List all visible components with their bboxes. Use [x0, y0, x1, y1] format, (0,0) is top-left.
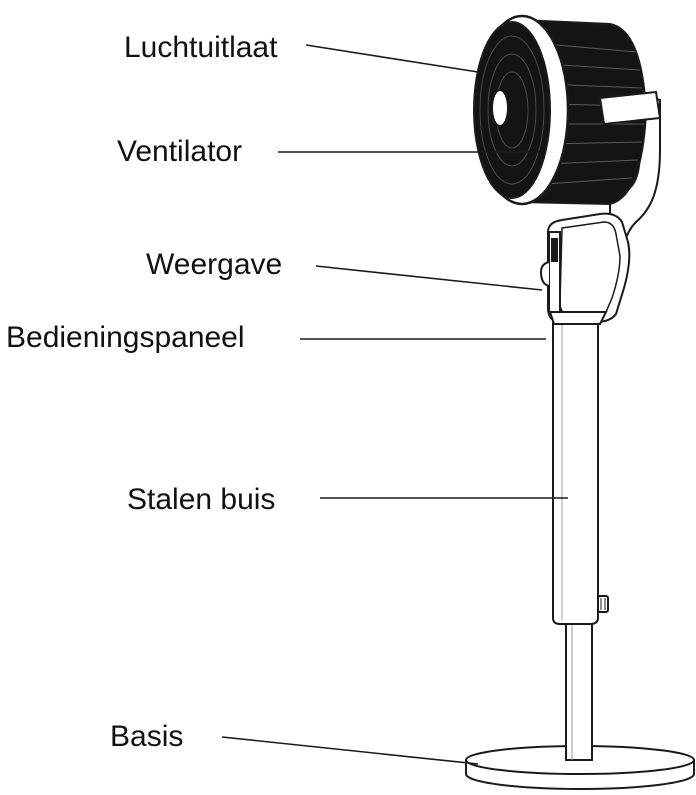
label-display: Weergave — [146, 248, 283, 281]
label-control-panel: Bedieningspaneel — [6, 321, 245, 354]
leader-line-display — [315, 265, 543, 291]
leader-lines — [221, 44, 568, 765]
lower-tube — [565, 617, 593, 761]
label-air-outlet: Luchtuitlaat — [124, 31, 278, 64]
label-steel-tube: Stalen buis — [127, 483, 276, 516]
fan-base — [465, 745, 695, 790]
fan-head — [473, 14, 662, 206]
leader-line-base — [221, 736, 479, 765]
label-fan: Ventilator — [117, 135, 243, 168]
control-housing — [539, 94, 661, 325]
leader-line-air-outlet — [305, 44, 479, 73]
label-base: Basis — [110, 720, 184, 753]
steel-tube — [552, 321, 609, 625]
